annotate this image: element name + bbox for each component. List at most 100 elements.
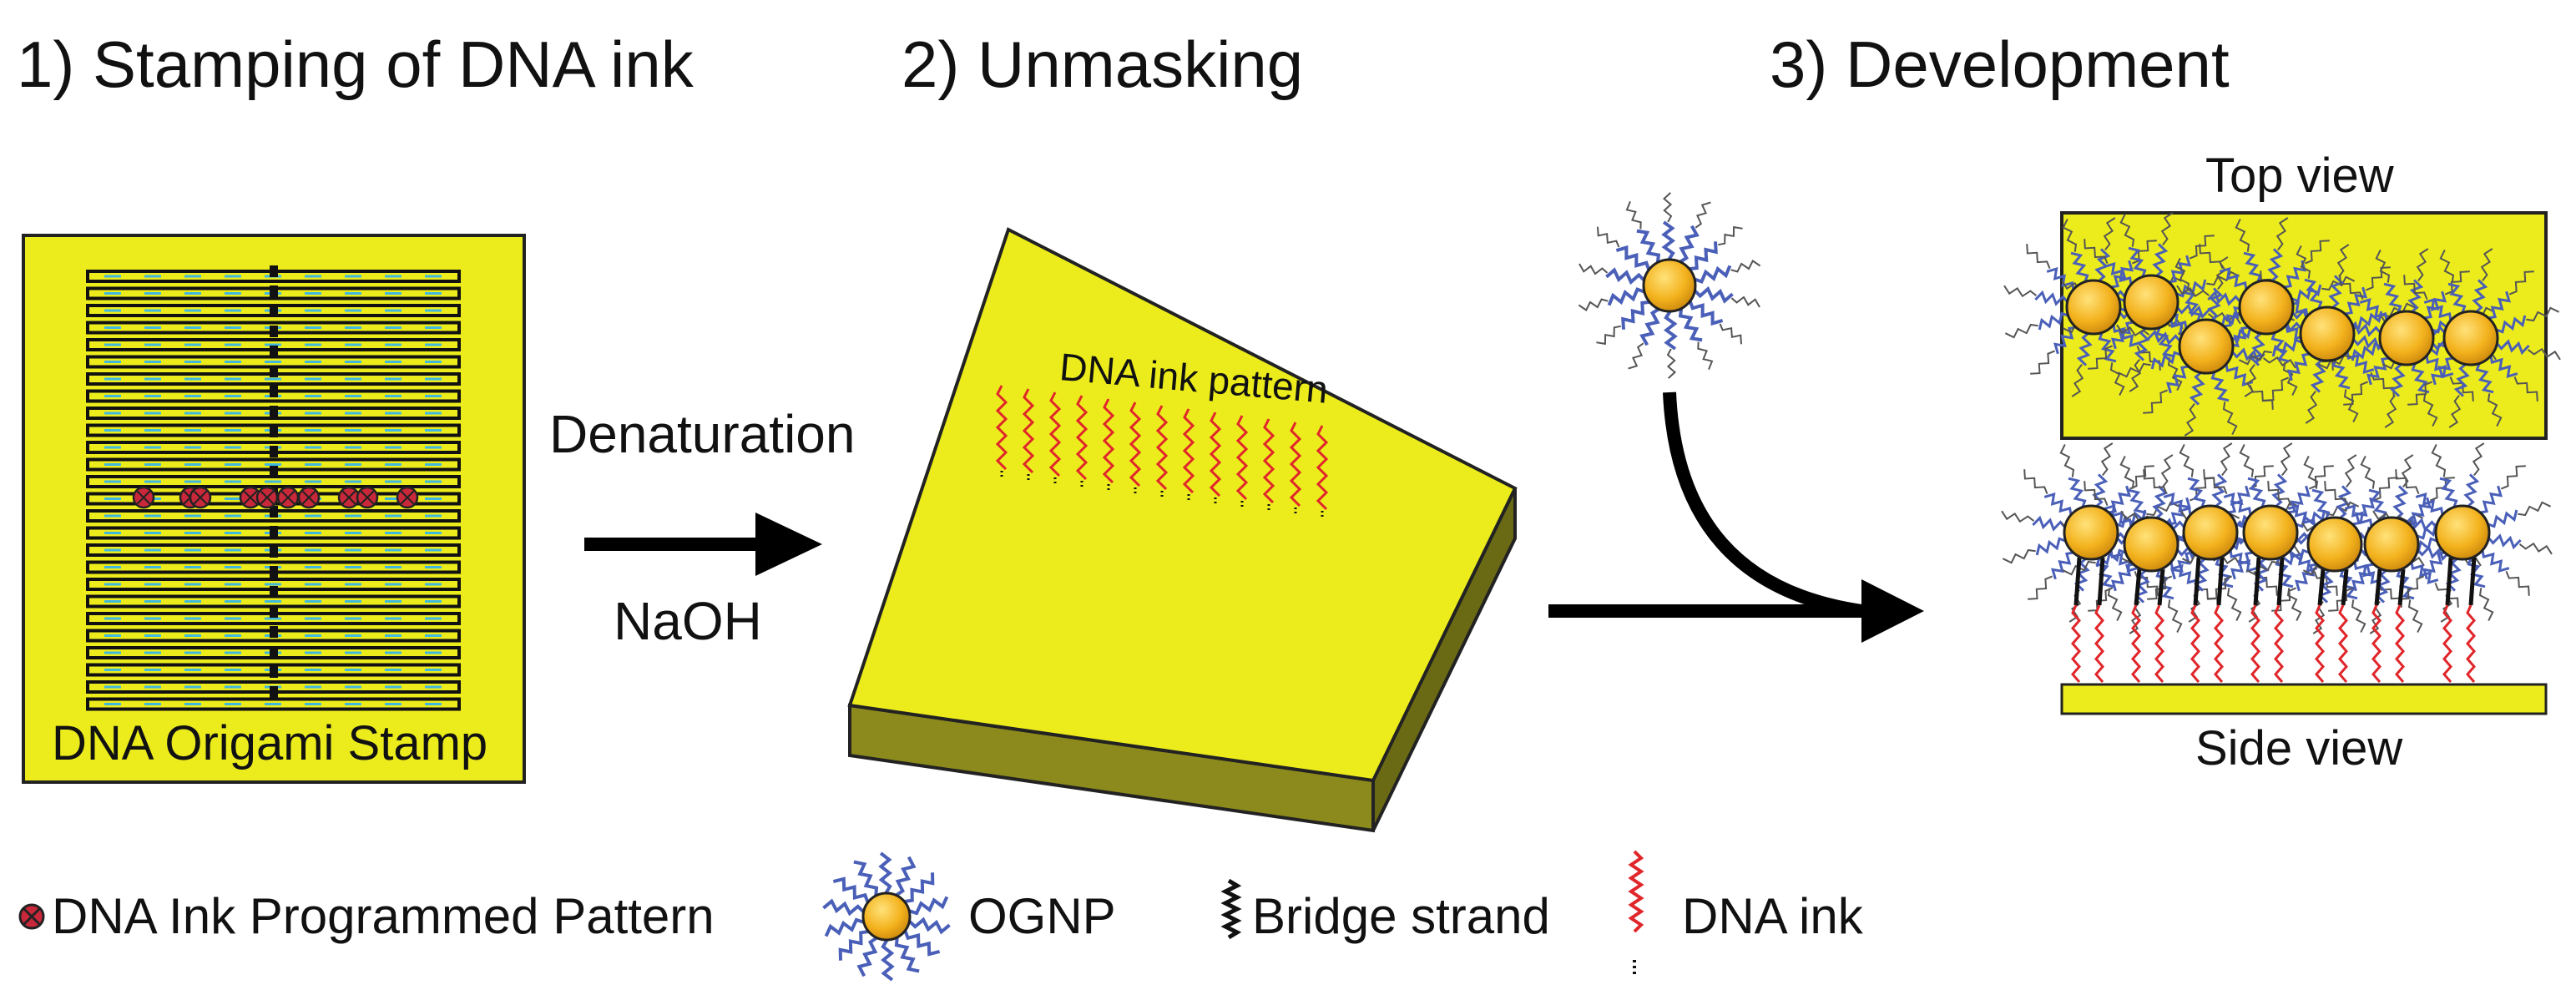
ligand-tail	[2416, 248, 2429, 282]
ligand-tail	[2206, 270, 2240, 286]
ligand-strand	[2038, 311, 2069, 331]
ligand-strand	[822, 898, 865, 917]
ligand-strand	[2351, 497, 2376, 526]
ligand-strand	[2415, 492, 2444, 516]
ink-strand	[2395, 604, 2405, 683]
side-view-label: Side view	[2195, 721, 2403, 775]
ligand-tail	[2174, 257, 2190, 291]
ink-strand	[1262, 418, 1275, 504]
legend-ognp-icon	[822, 851, 951, 982]
ligand-tail	[2030, 350, 2056, 375]
ligand-strand	[1615, 245, 1651, 270]
ligand-tail	[2167, 357, 2183, 391]
bridge-strand	[2216, 557, 2225, 606]
top-view-particle	[2238, 279, 2295, 336]
side-view-particle	[2242, 504, 2299, 561]
ligand-tail	[2444, 270, 2470, 295]
ligand-tail	[2119, 213, 2135, 247]
ligand-strand	[881, 938, 895, 982]
ink-strand	[1182, 408, 1195, 494]
ligand-strand	[2294, 563, 2318, 592]
ligand-tail	[2215, 256, 2229, 290]
ligand-strand	[2210, 371, 2230, 402]
ligand-tail	[2023, 469, 2048, 495]
ligand-tail	[2526, 306, 2560, 322]
ligand-strand	[2128, 488, 2147, 520]
ligand-tail	[2500, 465, 2526, 490]
ligand-tail	[2238, 350, 2272, 366]
ink-strand	[1048, 391, 1062, 477]
ligand-tail	[2407, 599, 2423, 634]
ligand-strand	[2249, 332, 2265, 366]
ink-strand	[2274, 604, 2284, 683]
ligand-tail	[2103, 217, 2116, 251]
ligand-tail	[2401, 454, 2414, 488]
ligand-strand	[2351, 563, 2375, 592]
ligand-strand	[2479, 485, 2503, 514]
ligand-strand	[903, 930, 941, 957]
step1-title: 1) Stamping of DNA ink	[17, 28, 694, 101]
ligand-tail	[2280, 442, 2293, 477]
ligand-strand	[1639, 307, 1660, 346]
ligand-tail	[2100, 442, 2114, 477]
bridge-strand	[2276, 557, 2285, 606]
top-view-particle	[2442, 310, 2499, 366]
ligand-tail	[2429, 477, 2455, 502]
ink-strand	[2250, 604, 2260, 683]
ligand-strand	[2176, 303, 2210, 320]
ligand-tail	[2160, 454, 2174, 488]
ligand-strand	[2417, 545, 2451, 562]
ink-strand	[2071, 604, 2081, 683]
top-view-particle	[2123, 274, 2179, 331]
ligand-tail	[2220, 442, 2233, 477]
ligand-strand	[2053, 326, 2077, 355]
ligand-tail	[2448, 394, 2462, 428]
ligand-strand	[2110, 260, 2134, 289]
ligand-tail	[2422, 393, 2438, 427]
ligand-tail	[2296, 245, 2311, 279]
side-view-particle	[2123, 516, 2179, 573]
ligand-strand	[2076, 332, 2093, 366]
ink-strand	[2154, 604, 2164, 683]
ligand-tail	[2518, 542, 2553, 555]
ink-strand	[2214, 604, 2224, 683]
ink-strand	[1129, 402, 1142, 487]
pattern-dot-cross	[360, 490, 375, 505]
ligand-strand	[2408, 497, 2432, 526]
ligand-strand	[2331, 358, 2351, 390]
ligand-strand	[1688, 301, 1724, 326]
ligand-tail	[2222, 402, 2238, 436]
ink-strand	[1155, 405, 1169, 491]
ligand-strand	[894, 937, 920, 973]
ligand-tail	[2431, 443, 2447, 477]
ligand-strand	[2422, 551, 2446, 580]
ligand-tail	[2360, 455, 2376, 489]
ligand-strand	[2110, 563, 2134, 592]
bridge-strand	[2445, 557, 2453, 606]
ligand-strand	[2304, 278, 2323, 310]
ligand-tail	[2084, 481, 2109, 507]
ligand-strand	[2207, 287, 2224, 321]
pattern-dot-cross	[301, 490, 316, 505]
ligand-strand	[908, 896, 949, 916]
ligand-strand	[2447, 282, 2467, 314]
ligand-tail	[2003, 285, 2038, 298]
ligand-strand	[2310, 359, 2326, 393]
ligand-strand	[2050, 551, 2074, 580]
ligand-tail	[2344, 454, 2357, 488]
ligand-tail	[2403, 275, 2428, 301]
ligand-tail	[2203, 469, 2228, 495]
ligand-tail	[2303, 455, 2319, 489]
ligand-tail	[2001, 510, 2035, 523]
ligand-tail	[1697, 341, 1714, 370]
ligand-strand	[2032, 515, 2066, 532]
ligand-tail	[1719, 323, 1742, 345]
ligand-tail	[2267, 481, 2292, 507]
free-ognp	[1578, 192, 1761, 379]
ligand-tail	[2167, 599, 2183, 634]
ligand-tail	[2109, 362, 2125, 396]
ink-strand	[2190, 604, 2200, 683]
ligand-tail	[2189, 235, 2215, 260]
ligand-strand	[2287, 485, 2311, 514]
